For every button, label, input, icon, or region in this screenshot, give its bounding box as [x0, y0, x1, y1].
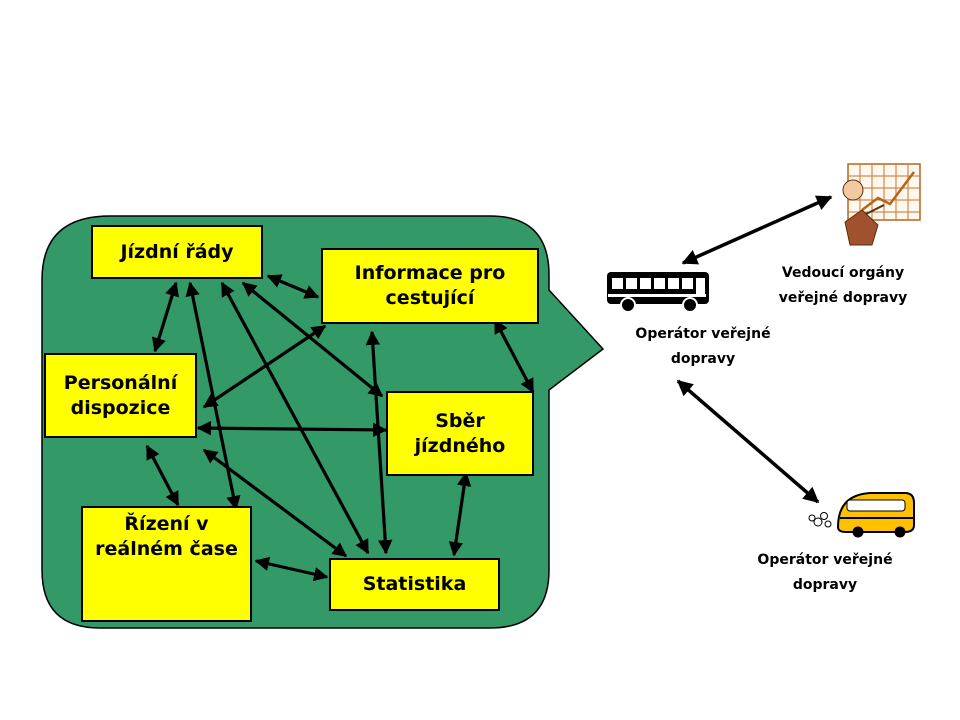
module-rizeni-v-realnem-case: Řízení v reálném čase [81, 506, 252, 622]
arrow-sber-statistika [448, 471, 472, 557]
label-operator-verejne-dopravy: Operátor veřejné dopravy [635, 326, 771, 367]
school-bus-icon [808, 492, 915, 538]
arrow-informace-personalni [202, 324, 327, 409]
arrow-rizeni-statistika [254, 556, 329, 582]
module-statistika: Statistika [329, 558, 500, 611]
arrow-informace-statistika [365, 330, 393, 555]
label-operator-verejne-dopravy-2: Operátor veřejné dopravy [757, 552, 893, 593]
bus-icon [607, 272, 709, 313]
module-informace-pro-cestujici: Informace pro cestující [321, 248, 539, 324]
arrow-personalni-sber [196, 420, 388, 438]
arrow-personalni-statistika [202, 448, 348, 558]
arrow-informace-sber [493, 318, 535, 394]
label-vedouci-organy: Vedoucí orgány veřejné dopravy [778, 265, 908, 306]
arrow-operator-operator2 [676, 379, 820, 504]
manager-chart-icon [842, 163, 921, 246]
module-personalni-dispozice: Personální dispozice [44, 353, 197, 438]
arrow-personalni-rizeni [145, 444, 180, 507]
arrow-operator-vedouci [681, 195, 833, 265]
module-jizdni-rady: Jízdní řády [91, 225, 263, 279]
module-sber-jizdneho: Sběr jízdného [386, 391, 534, 476]
arrow-jizdni-personalni [151, 281, 180, 353]
